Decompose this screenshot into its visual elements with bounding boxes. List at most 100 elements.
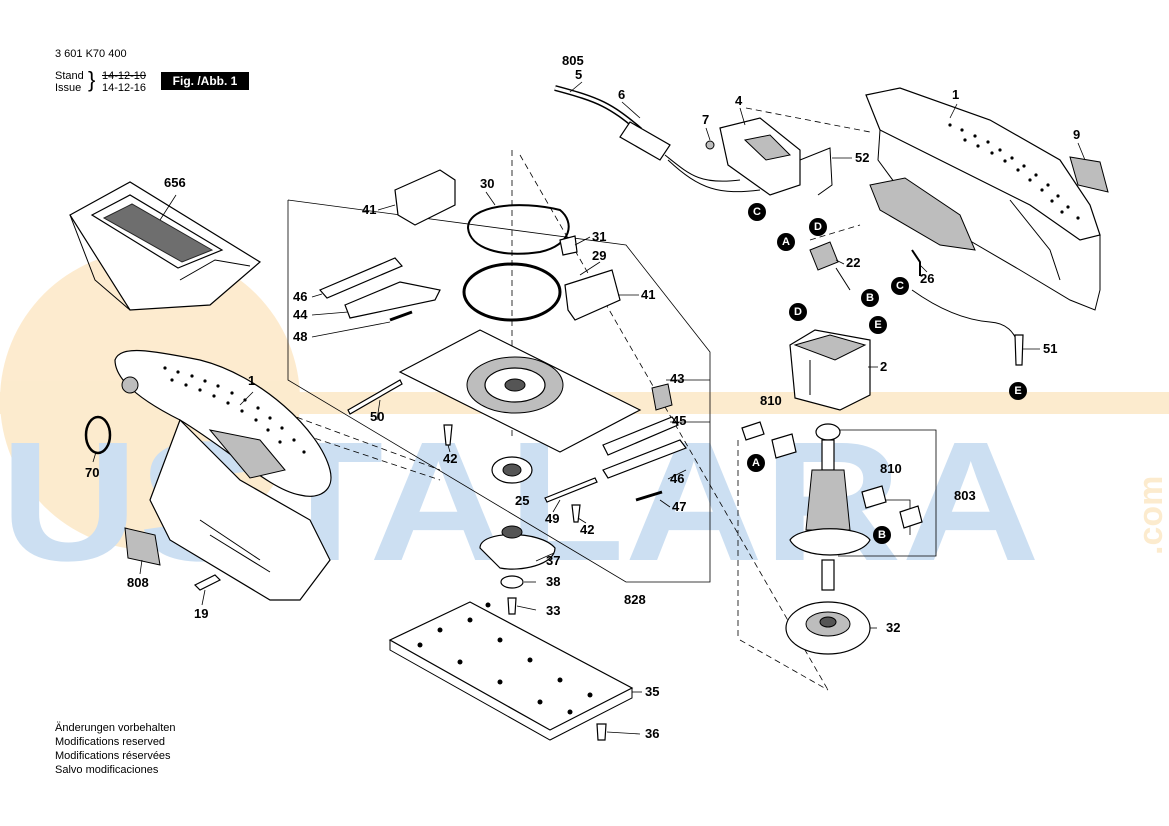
leader-656	[159, 194, 177, 221]
spring-47	[635, 490, 663, 502]
screw-31	[559, 235, 578, 256]
part-label-44: 44	[293, 307, 308, 322]
leader-50	[376, 399, 381, 421]
note-fr: Modifications réservées	[55, 750, 171, 762]
o-ring-70	[84, 415, 112, 455]
leader-1a	[949, 103, 958, 119]
housing-vents	[948, 123, 1080, 220]
label-plate-9	[1069, 156, 1109, 193]
armature-bearing	[815, 423, 841, 441]
connection-marker-D1: D	[809, 218, 827, 236]
leader-48	[311, 321, 391, 338]
part-label-1b: 1	[248, 373, 256, 388]
housing-slot-2	[209, 534, 271, 573]
part-label-45: 45	[672, 413, 687, 428]
screw-19	[193, 574, 222, 591]
sanding-pad-edge	[389, 640, 633, 741]
dust-box-side	[69, 214, 131, 311]
leader-33	[516, 605, 537, 611]
leader-46a	[311, 293, 323, 298]
base-pad-hub	[504, 378, 526, 392]
dust-box-lip	[179, 259, 251, 281]
switch-body	[719, 117, 801, 196]
part-label-656: 656	[164, 175, 186, 190]
part-label-52: 52	[855, 150, 870, 165]
part-label-808: 808	[127, 575, 149, 590]
header-brace: }	[88, 67, 96, 92]
terminal-51	[1014, 334, 1024, 366]
leader-lines	[92, 81, 1086, 735]
counterweight-37	[479, 534, 556, 570]
part-label-805: 805	[562, 53, 584, 68]
part-label-25: 25	[515, 493, 530, 508]
part-label-803: 803	[954, 488, 976, 503]
leader-26	[919, 264, 928, 273]
cable-leads	[664, 154, 741, 182]
leader-36	[606, 731, 641, 735]
housing-inner-rib	[869, 177, 976, 251]
part-label-828: 828	[624, 592, 646, 607]
clip-26	[911, 249, 921, 276]
sanding-pad-holes	[417, 602, 593, 715]
part-label-42a: 42	[443, 451, 458, 466]
armature-shaft-bottom	[821, 559, 835, 591]
leader-1b	[239, 391, 254, 406]
connection-marker-A1: A	[777, 233, 795, 251]
handle-vents	[163, 366, 306, 454]
part-label-26: 26	[920, 271, 935, 286]
part-label-30: 30	[480, 176, 495, 191]
note-es: Salvo modificaciones	[55, 764, 159, 776]
rail-44	[344, 281, 441, 319]
part-label-70: 70	[85, 465, 100, 480]
housing-right-1	[865, 87, 1101, 311]
part-label-41a: 41	[362, 202, 377, 217]
screw-33	[507, 597, 517, 615]
part-label-49: 49	[545, 511, 560, 526]
doc-number: 3 601 K70 400	[55, 48, 127, 60]
part-label-41b: 41	[641, 287, 656, 302]
fan-hub	[819, 616, 837, 628]
cable-leads-2	[667, 159, 761, 193]
rail-45	[602, 416, 679, 456]
note-en: Modifications reserved	[55, 736, 166, 748]
wire-51	[911, 289, 1021, 351]
leader-46b	[667, 469, 687, 480]
brush-810a-2	[771, 433, 797, 459]
dust-box-656	[69, 181, 262, 311]
issue-label: Issue	[55, 82, 82, 94]
bracket-828	[287, 199, 711, 583]
part-label-43: 43	[670, 371, 685, 386]
leader-4	[739, 107, 746, 126]
ring-29	[462, 262, 562, 322]
part-label-19: 19	[194, 606, 209, 621]
brush-holder-22	[809, 241, 839, 271]
connection-marker-B1: B	[861, 289, 879, 307]
part-label-36: 36	[645, 726, 660, 741]
dust-box-filter	[102, 203, 214, 263]
stand-label: Stand	[55, 70, 84, 82]
cable-wire	[554, 85, 642, 133]
brush-lead-22	[835, 267, 851, 291]
part-label-4: 4	[735, 93, 743, 108]
housing-lower-shell	[149, 418, 331, 601]
connection-marker-B2: B	[873, 526, 891, 544]
pin-49	[544, 477, 598, 503]
brush-810b-1	[861, 485, 887, 509]
connection-marker-C2: C	[891, 277, 909, 295]
watermark-domain: .com	[1132, 476, 1169, 555]
dash-line-d	[809, 224, 861, 241]
bracket-803	[838, 429, 937, 557]
stator-top	[793, 334, 867, 361]
stand-old-date: 14-12-10	[102, 70, 147, 82]
leader-70	[92, 451, 97, 463]
part-label-51: 51	[1043, 341, 1058, 356]
connection-marker-C1: C	[748, 203, 766, 221]
block-43	[651, 383, 673, 411]
dash-line-h	[229, 409, 441, 481]
handle-cable-entry	[121, 376, 139, 394]
part-label-9: 9	[1073, 127, 1081, 142]
leader-19	[201, 589, 206, 606]
part-label-29: 29	[592, 248, 607, 263]
